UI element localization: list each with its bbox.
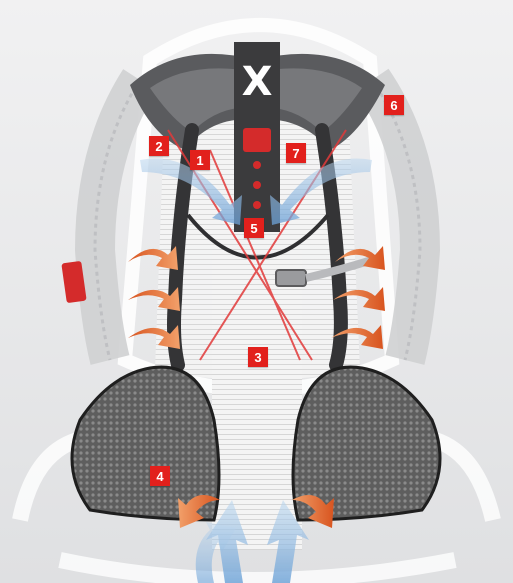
center-channel bbox=[212, 250, 302, 550]
marker-5: 5 bbox=[244, 218, 264, 238]
marker-6: 6 bbox=[384, 95, 404, 115]
marker-3: 3 bbox=[248, 347, 268, 367]
marker-4: 4 bbox=[150, 466, 170, 486]
strap-logo-badge bbox=[243, 128, 271, 152]
marker-2: 2 bbox=[149, 136, 169, 156]
marker-7: 7 bbox=[286, 143, 306, 163]
marker-1: 1 bbox=[190, 150, 210, 170]
strap-letter: X bbox=[242, 59, 273, 105]
